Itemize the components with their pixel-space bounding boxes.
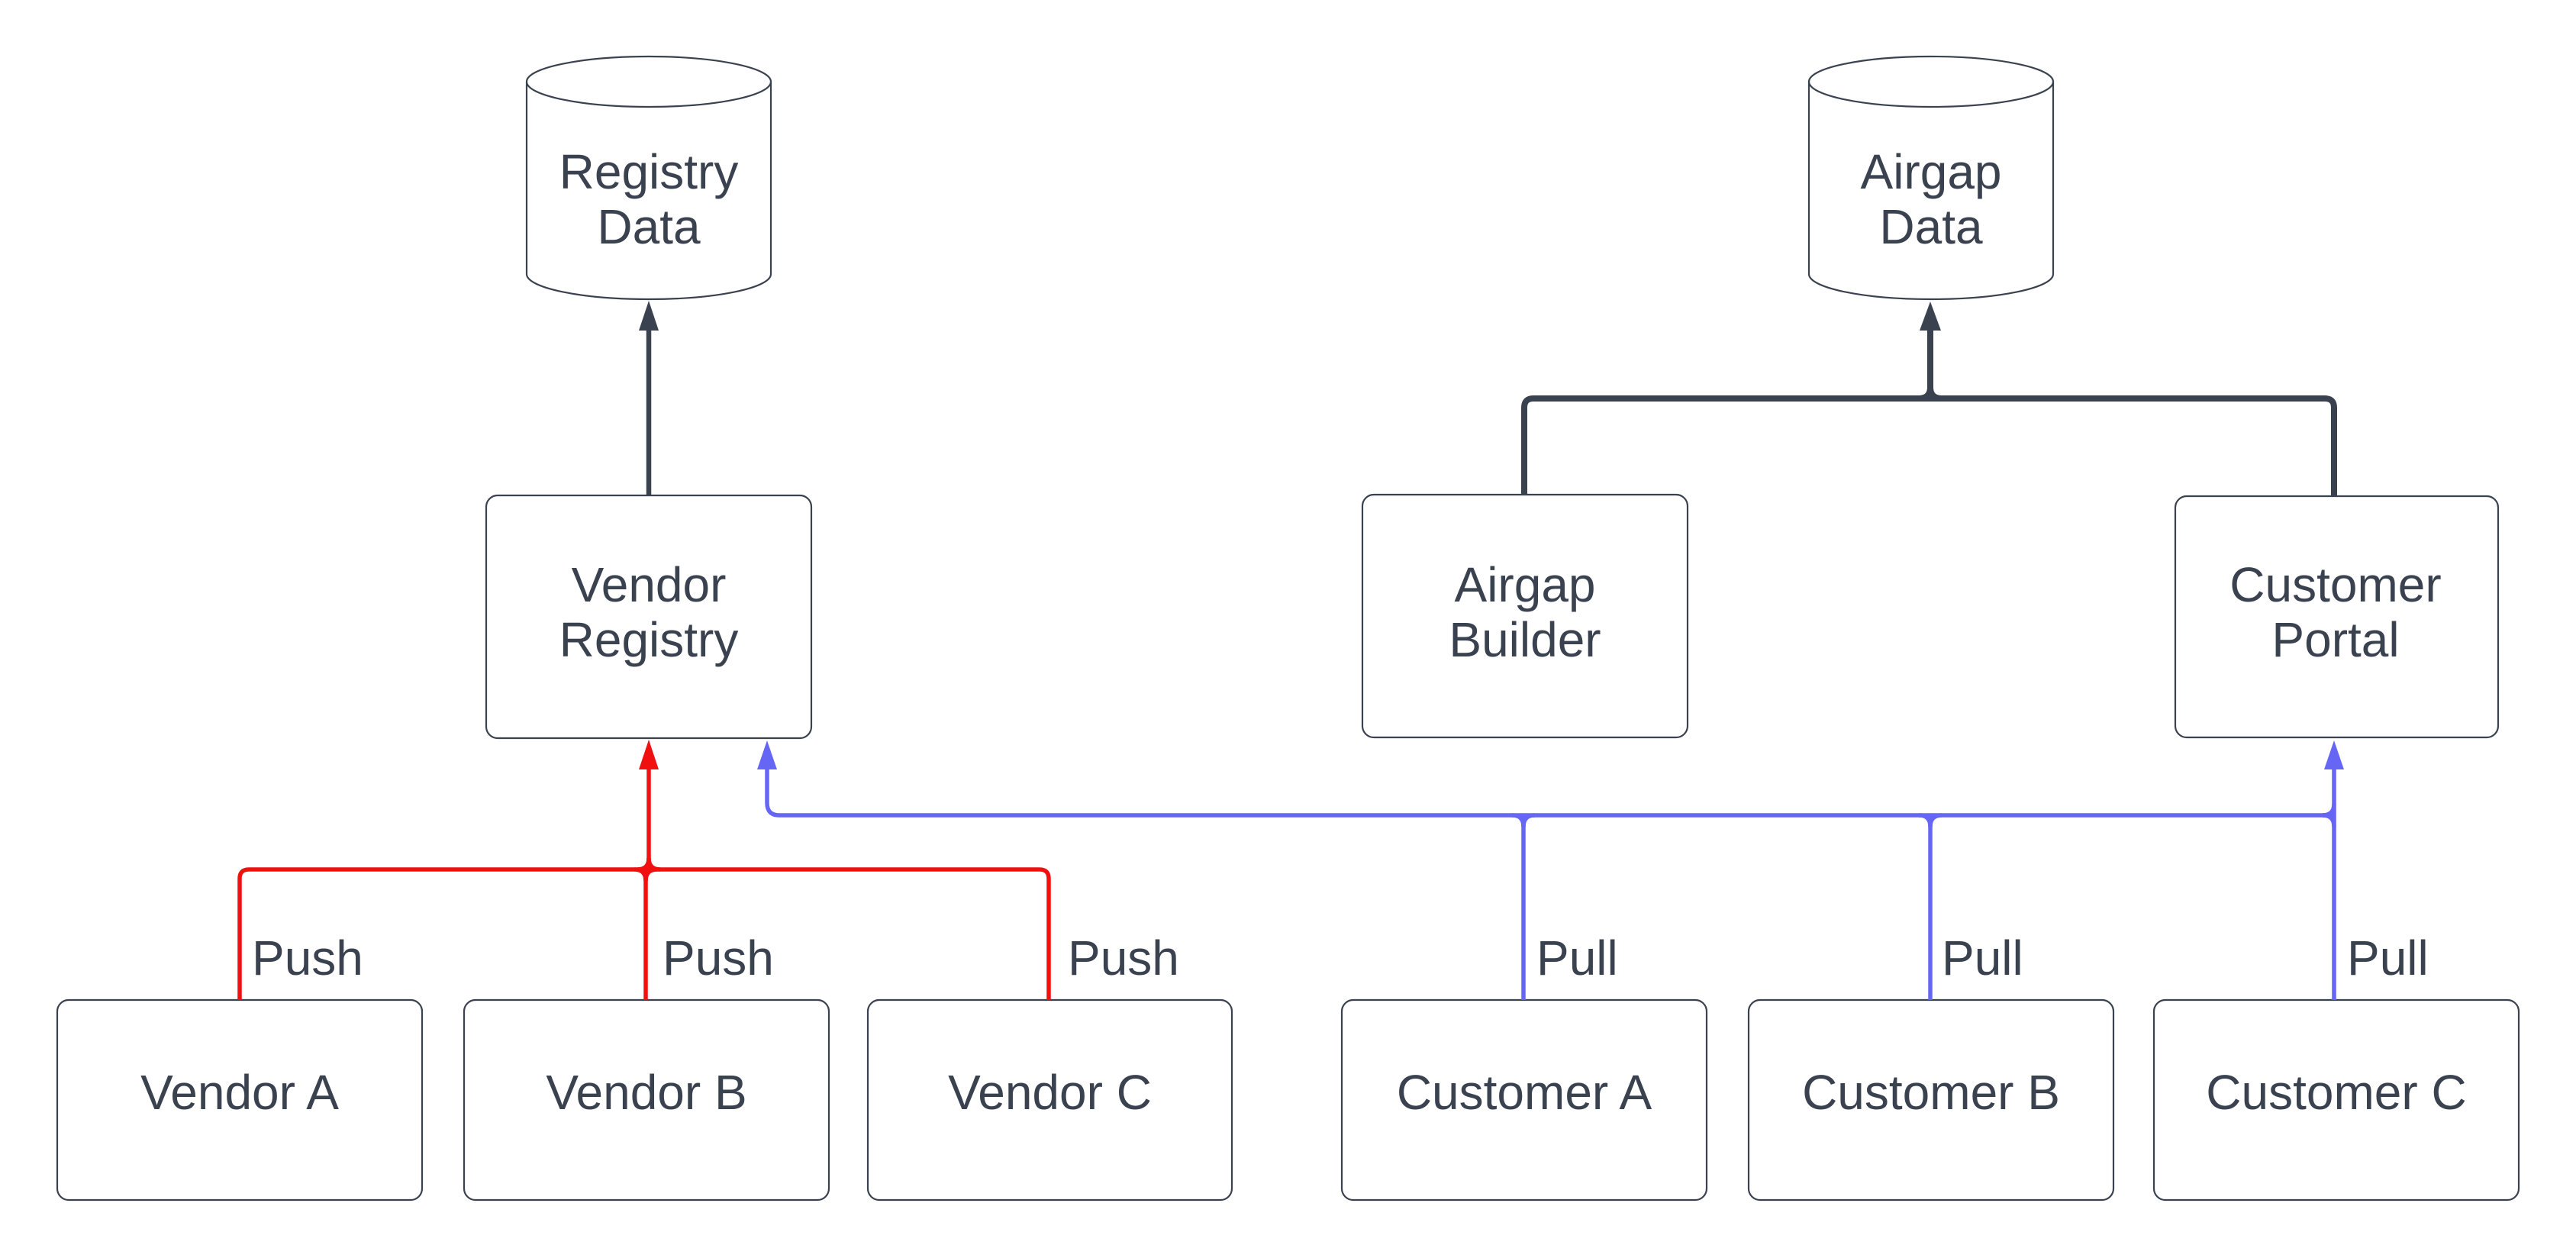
svg-text:Vendor B: Vendor B — [546, 1065, 746, 1120]
svg-text:Vendor A: Vendor A — [140, 1065, 339, 1120]
svg-text:Push: Push — [663, 931, 774, 985]
svg-text:Registry: Registry — [559, 144, 739, 199]
svg-text:Pull: Pull — [1942, 931, 2023, 985]
svg-text:Data: Data — [597, 199, 701, 254]
svg-text:Pull: Pull — [2347, 931, 2429, 985]
svg-text:Push: Push — [252, 931, 363, 985]
svg-text:Data: Data — [1879, 199, 1983, 254]
svg-text:Customer: Customer — [2229, 557, 2441, 612]
svg-text:Airgap: Airgap — [1455, 557, 1596, 612]
svg-text:Push: Push — [1068, 931, 1179, 985]
svg-text:Vendor C: Vendor C — [948, 1065, 1152, 1120]
svg-text:Customer A: Customer A — [1397, 1065, 1652, 1120]
svg-text:Customer C: Customer C — [2206, 1065, 2466, 1120]
svg-text:Pull: Pull — [1536, 931, 1618, 985]
svg-text:Customer B: Customer B — [1802, 1065, 2060, 1120]
svg-text:Portal: Portal — [2271, 612, 2399, 667]
svg-text:Builder: Builder — [1449, 612, 1601, 667]
svg-text:Vendor: Vendor — [572, 557, 727, 612]
svg-text:Registry: Registry — [559, 612, 739, 667]
svg-text:Airgap: Airgap — [1861, 144, 2002, 199]
